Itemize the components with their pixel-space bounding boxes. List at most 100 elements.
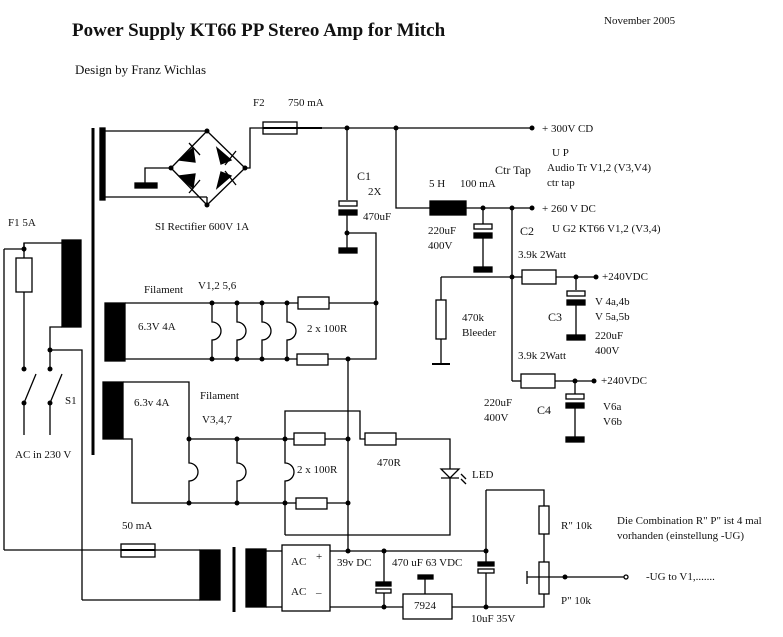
bias-bridge-rectifier [281, 544, 331, 612]
capacitor-10uf [477, 561, 495, 567]
f2-rating-label: 750 mA [288, 97, 324, 109]
bridge-rectifier [134, 127, 263, 206]
c1-qty-label: 2X [368, 186, 382, 198]
heater-filaments-2 [188, 439, 295, 503]
c4-tubes-2-label: V6b [603, 416, 622, 428]
r-3-9k-a-label: 3.9k 2Watt [518, 249, 566, 261]
out-260v-label: + 260 V DC [542, 203, 596, 215]
c3-label: C3 [548, 310, 563, 324]
c4-voltage-label: 400V [484, 412, 509, 424]
out-240v-a-label: +240VDC [602, 271, 648, 283]
ground-icon [565, 436, 585, 443]
ug-out-label: -UG to V1,....... [646, 571, 715, 583]
resistor-bleeder [435, 299, 447, 340]
filament-winding-2 [102, 381, 124, 440]
s1-label: S1 [65, 395, 77, 407]
switch-s1 [23, 373, 37, 404]
regulator-7924 [402, 593, 453, 620]
ground-icon [473, 266, 493, 273]
filament-1-resistors-label: 2 x 100R [307, 323, 348, 335]
bridge-ac-minus-label: AC [291, 586, 307, 598]
hv-winding [99, 127, 106, 201]
bridge-plus-label: + [316, 551, 323, 563]
c3-value-label: 220uF [595, 330, 624, 342]
capacitor-c4 [565, 393, 585, 400]
filament-winding-1 [104, 302, 126, 362]
out-240v-b-label: +240VDC [601, 375, 647, 387]
p-bias-label: P" 10k [561, 595, 591, 607]
f1-label: F1 5A [8, 217, 36, 229]
capacitor-c1 [338, 200, 358, 207]
date-label: November 2005 [604, 15, 676, 27]
filament-2-tubes-label: V3,4,7 [202, 414, 232, 426]
bias-cap-label: 470 uF 63 VDC [392, 557, 463, 569]
resistor-r-bias [538, 505, 550, 535]
author-label: Design by Franz Wichlas [75, 62, 207, 77]
junction-dots [21, 125, 599, 610]
led-icon [439, 468, 461, 479]
c3-voltage-label: 400V [595, 345, 620, 357]
ac-in-label: AC in 230 V [15, 449, 72, 461]
c3-tubes-1-label: V 4a,4b [595, 296, 630, 308]
resistor-100r [295, 497, 328, 510]
note-line-1: Die Combination R" P" ist 4 mal [617, 515, 762, 527]
fuse-bias-label: 50 mA [122, 520, 153, 532]
ground-icon [338, 247, 358, 254]
bias-dc-label: 39v DC [337, 557, 372, 569]
primary-winding [61, 239, 82, 328]
capacitor-c3 [566, 290, 586, 297]
choke-label: 5 H [429, 178, 446, 190]
up-label-3: ctr tap [547, 177, 575, 189]
c4-value-label: 220uF [484, 397, 513, 409]
regulator-label: 7924 [414, 600, 436, 612]
filament-2-resistors-label: 2 x 100R [297, 464, 338, 476]
filament-1-rating-label: 6.3V 4A [138, 321, 176, 333]
filament-2-label: Filament [200, 390, 240, 402]
c1-label: C1 [357, 169, 372, 183]
c4-tubes-1-label: V6a [603, 401, 622, 413]
filament-2-rating-label: 6.3v 4A [134, 397, 170, 409]
c2-value-label: 220uF [428, 225, 457, 237]
c1-value-label: 470uF [363, 211, 392, 223]
diode-icon [215, 171, 233, 190]
page-title: Power Supply KT66 PP Stereo Amp for Mitc… [72, 20, 446, 41]
f2-label: F2 [253, 97, 265, 109]
bias-transformer-secondary [245, 548, 267, 608]
filament-1-tubes-label: V1,2 5,6 [198, 280, 237, 292]
ctr-tap-label: Ctr Tap [495, 163, 531, 177]
r-470r-label: 470R [377, 457, 401, 469]
resistor-100r [296, 353, 329, 366]
fuse-f1 [15, 257, 33, 293]
rectifier-label: SI Rectifier 600V 1A [155, 221, 250, 233]
output-terminal [623, 574, 629, 580]
out-300v-label: + 300V CD [542, 123, 594, 135]
ground-icon [566, 334, 586, 341]
c4-label: C4 [537, 403, 552, 417]
diode-icon [177, 146, 196, 163]
capacitor-470uf [375, 581, 392, 587]
ground-icon [134, 182, 158, 189]
c3-tubes-2-label: V 5a,5b [595, 311, 630, 323]
bias-out-cap-label: 10uF 35V [471, 613, 516, 625]
diode-icon [215, 146, 233, 165]
resistor-3-9k-b [520, 373, 556, 389]
up-label-2: Audio Tr V1,2 (V3,V4) [547, 162, 652, 174]
bias-transformer-primary [199, 549, 221, 601]
up-label-1: U P [552, 147, 569, 159]
bleeder-value-label: 470k [462, 312, 484, 324]
r-bias-label: R" 10k [561, 520, 593, 532]
heater-filaments-1 [211, 303, 297, 359]
filament-1-label: Filament [144, 284, 184, 296]
r-3-9k-b-label: 3.9k 2Watt [518, 350, 566, 362]
led-label: LED [472, 469, 494, 481]
resistor-470r [364, 432, 397, 446]
ug2-label: U G2 KT66 V1,2 (V3,4) [552, 223, 661, 235]
resistor-100r [297, 296, 330, 310]
potentiometer-p-bias [538, 561, 550, 595]
c2-label: C2 [520, 224, 535, 238]
choke-current-label: 100 mA [460, 178, 496, 190]
choke-inductor [429, 200, 467, 216]
resistor-100r [293, 432, 326, 446]
diode-icon [177, 173, 196, 190]
